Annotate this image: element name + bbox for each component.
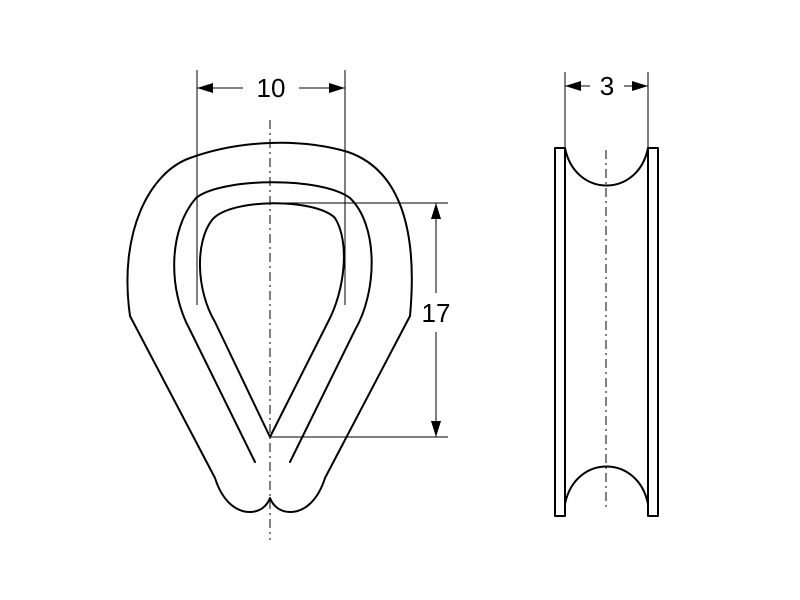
height-arrow-bottom — [431, 421, 441, 437]
thimble-outer-contour — [126, 141, 413, 513]
left-flange — [554, 147, 566, 517]
thickness-arrow-right — [632, 81, 648, 91]
width-arrow-right — [329, 83, 345, 93]
height-arrow-top — [431, 203, 441, 219]
height-dimension: 17 — [270, 202, 451, 438]
groove-contour — [173, 181, 373, 463]
width-dimension-label: 10 — [257, 73, 286, 103]
side-view: 3 — [554, 71, 659, 517]
top-groove-arc — [564, 147, 649, 187]
width-dimension: 10 — [196, 70, 346, 305]
bottom-groove-arc — [564, 465, 649, 505]
thickness-arrow-left — [565, 81, 581, 91]
thickness-dimension-label: 3 — [600, 71, 614, 101]
front-view: 10 17 — [126, 70, 451, 540]
inner-teardrop-contour — [198, 202, 345, 438]
right-flange — [647, 147, 659, 517]
thickness-dimension: 3 — [564, 71, 649, 148]
height-dimension-label: 17 — [422, 298, 451, 328]
width-arrow-left — [197, 83, 213, 93]
